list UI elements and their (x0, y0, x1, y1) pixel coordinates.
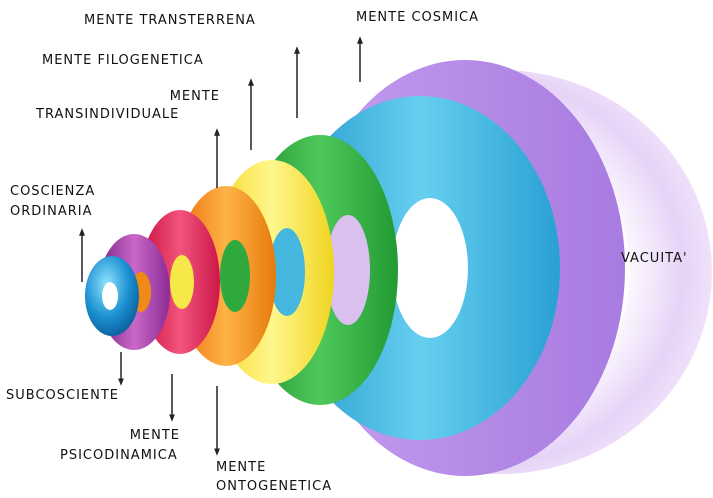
label-mente-psicodinamica-line1: MENTE (80, 427, 180, 445)
label-mente-ontogenetica-line1: MENTE (216, 459, 266, 477)
label-mente-transindividuale-line1: MENTE (120, 88, 220, 106)
label-vacuita: VACUITA' (621, 250, 688, 268)
label-subcosciente: SUBCOSCIENTE (6, 387, 119, 405)
label-mente-transterrena: MENTE TRANSTERRENA (84, 12, 256, 30)
ring-coscienza-ordinaria (85, 256, 139, 336)
label-coscienza-ordinaria-line2: ORDINARIA (10, 203, 93, 221)
label-coscienza-ordinaria-line1: COSCIENZA (10, 183, 95, 201)
label-mente-psicodinamica-line2: PSICODINAMICA (60, 447, 178, 465)
label-mente-filogenetica: MENTE FILOGENETICA (42, 52, 204, 70)
label-mente-transindividuale-line2: TRANSINDIVIDUALE (36, 106, 179, 124)
label-mente-ontogenetica-line2: ONTOGENETICA (216, 478, 332, 496)
label-mente-cosmica: MENTE COSMICA (356, 9, 479, 27)
